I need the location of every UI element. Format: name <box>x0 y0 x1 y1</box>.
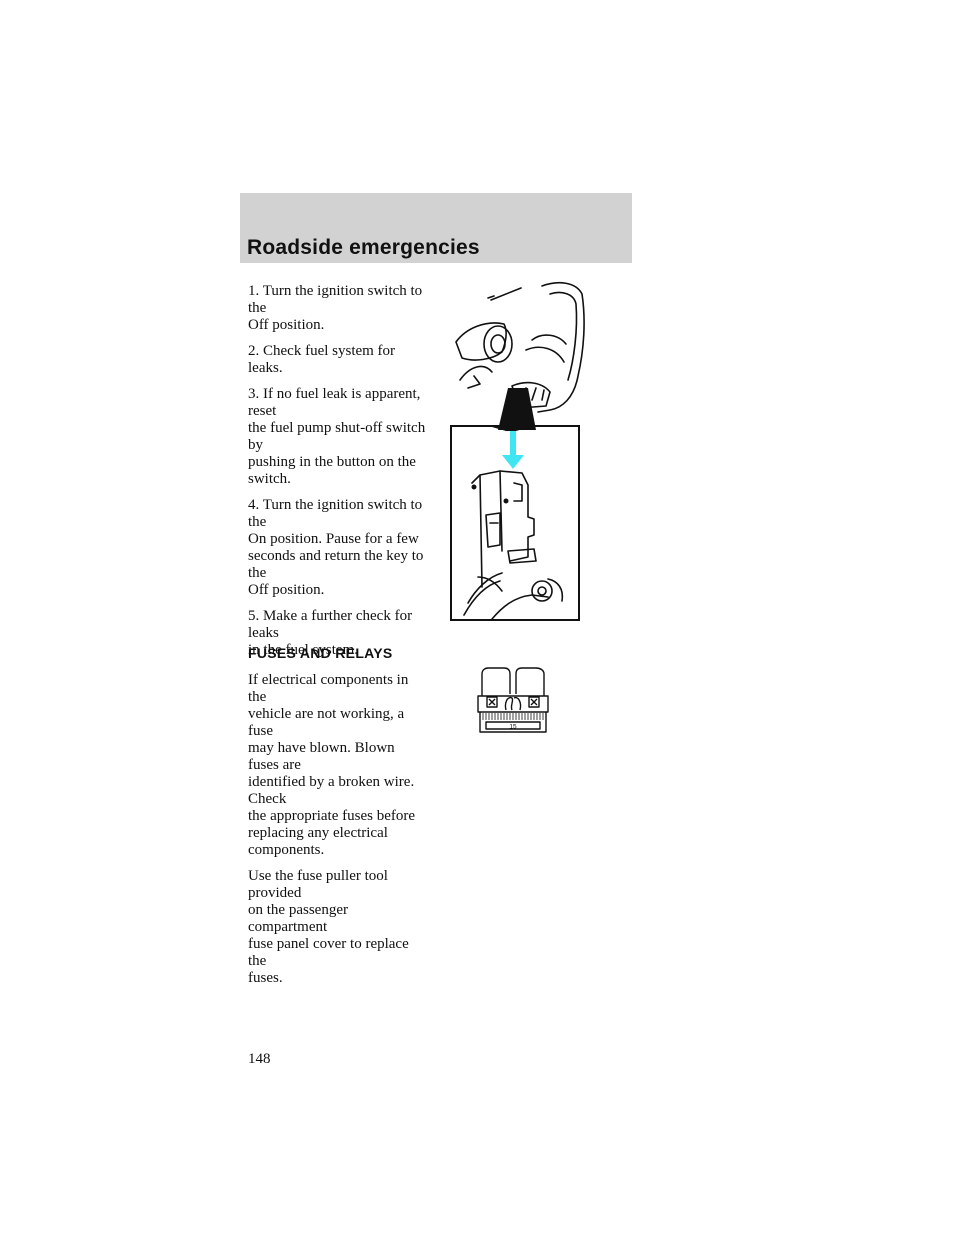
section-title: Roadside emergencies <box>247 236 480 259</box>
step-4: 4. Turn the ignition switch to the On po… <box>248 497 424 598</box>
fuses-and-relays-heading: FUSES AND RELAYS <box>248 645 393 661</box>
page-number: 148 <box>248 1051 271 1067</box>
fuel-pump-switch-detail-figure <box>450 425 580 621</box>
fuses-and-relays-section: FUSES AND RELAYS If electrical component… <box>248 645 428 996</box>
step-3: 3. If no fuel leak is apparent, reset th… <box>248 386 426 487</box>
vehicle-interior-illustration <box>455 281 585 430</box>
fuel-pump-switch-icon <box>463 427 564 619</box>
section-header-band <box>240 193 632 263</box>
step-5: 5. Make a further check for leaks in the… <box>248 608 413 658</box>
fuses-paragraph-2: Use the fuse puller tool provided on the… <box>248 868 409 986</box>
fuse-rating-label: 15 <box>509 724 517 731</box>
blade-fuse-icon: 15 <box>477 667 549 733</box>
fuses-paragraph-1: If electrical components in the vehicle … <box>248 672 416 858</box>
step-1: 1. Turn the ignition switch to the Off p… <box>248 283 423 333</box>
instruction-steps: 1. Turn the ignition switch to the Off p… <box>248 283 428 668</box>
step-2: 2. Check fuel system for leaks. <box>248 343 396 376</box>
